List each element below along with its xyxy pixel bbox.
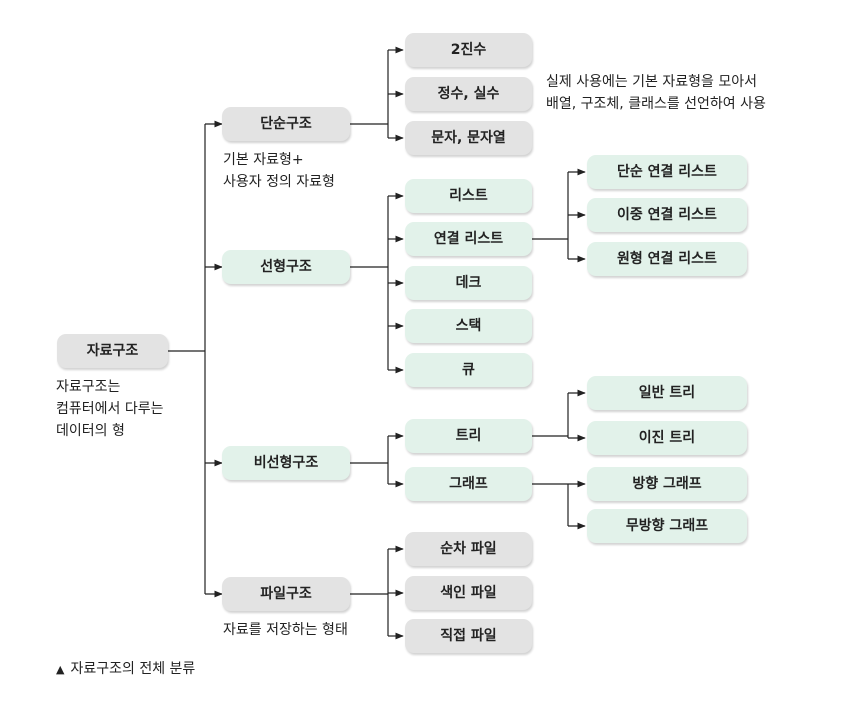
binary-tree-node: 이진 트리 (587, 421, 747, 455)
deque-node: 데크 (405, 266, 532, 300)
root-note: 자료구조는 컴퓨터에서 다루는 데이터의 형 (56, 379, 164, 439)
direct-file-node: 직접 파일 (405, 619, 532, 653)
doubly-linked-list-node: 이중 연결 리스트 (587, 198, 747, 232)
simple-structure-node: 단순구조 (222, 107, 350, 141)
file-structure-note: 자료를 저장하는 형태 (223, 622, 348, 638)
tree-node: 트리 (405, 419, 532, 453)
general-tree-node: 일반 트리 (587, 376, 747, 410)
binary-node: 2진수 (405, 33, 532, 67)
graph-node: 그래프 (405, 467, 532, 501)
undirected-graph-node: 무방향 그래프 (587, 509, 747, 543)
linked-list-node: 연결 리스트 (405, 222, 532, 256)
directed-graph-node: 방향 그래프 (587, 467, 747, 501)
file-structure-node: 파일구조 (222, 577, 350, 611)
caption-text: 자료구조의 전체 분류 (70, 661, 196, 677)
nonlinear-structure-node: 비선형구조 (222, 446, 350, 480)
simple-side-note: 실제 사용에는 기본 자료형을 모아서 배열, 구조체, 클래스를 선언하여 사… (546, 74, 766, 112)
queue-node: 큐 (405, 353, 532, 387)
char-string-node: 문자, 문자열 (405, 121, 532, 155)
root-node: 자료구조 (57, 334, 168, 368)
integer-real-node: 정수, 실수 (405, 77, 532, 111)
linear-structure-node: 선형구조 (222, 250, 350, 284)
stack-node: 스택 (405, 309, 532, 343)
list-node: 리스트 (405, 179, 532, 213)
figure-caption: ▲ 자료구조의 전체 분류 (56, 658, 195, 678)
triangle-icon: ▲ (56, 663, 65, 676)
sequential-file-node: 순차 파일 (405, 532, 532, 566)
indexed-file-node: 색인 파일 (405, 576, 532, 610)
singly-linked-list-node: 단순 연결 리스트 (587, 155, 747, 189)
circular-linked-list-node: 원형 연결 리스트 (587, 242, 747, 276)
simple-structure-note: 기본 자료형+ 사용자 정의 자료형 (223, 152, 335, 190)
